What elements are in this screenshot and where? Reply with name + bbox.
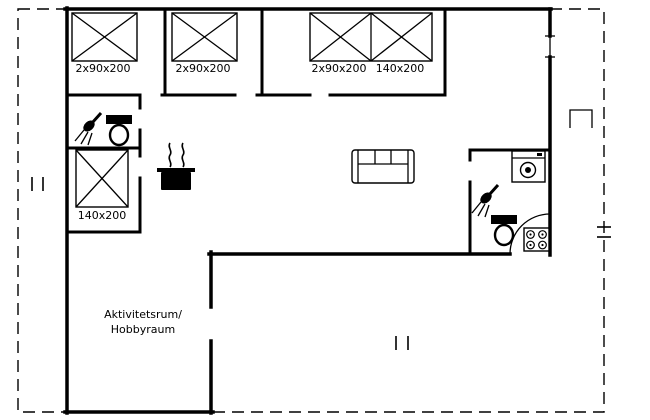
washing-machine-icon bbox=[511, 150, 546, 183]
bed-icon bbox=[309, 12, 433, 62]
room-label-line2: Hobbyraum bbox=[111, 323, 175, 336]
bed-size-label: 2x90x200 bbox=[175, 62, 230, 75]
boundary-bracket-mark bbox=[569, 109, 593, 128]
bed-icon bbox=[75, 149, 129, 208]
activity-room-label: Aktivitetsrum/ Hobbyraum bbox=[104, 308, 182, 336]
boundary-opening-marks-left bbox=[31, 177, 44, 191]
bed-icon bbox=[71, 12, 138, 62]
bed-icon bbox=[171, 12, 238, 62]
door-swing-icon bbox=[509, 213, 551, 255]
steam-icon bbox=[181, 142, 185, 168]
boundary-opening-marks-right bbox=[597, 226, 611, 238]
bed-size-label: 2x90x200 bbox=[75, 62, 130, 75]
window-marker bbox=[545, 35, 555, 58]
boundary-opening-marks-bottom bbox=[395, 336, 409, 350]
interior-walls bbox=[66, 7, 552, 256]
exterior-walls bbox=[63, 6, 553, 415]
house-floor-area bbox=[67, 9, 550, 412]
bed-size-label: 140x200 bbox=[78, 209, 127, 222]
room-label-line1: Aktivitetsrum/ bbox=[104, 308, 182, 321]
bed-size-label: 2x90x200 bbox=[311, 62, 366, 75]
steam-icon bbox=[168, 142, 172, 168]
bed-size-label: 140x200 bbox=[376, 62, 425, 75]
stove-hob-icon bbox=[523, 227, 550, 252]
shower-icon bbox=[74, 111, 103, 146]
toilet-icon bbox=[106, 115, 132, 147]
sofa-icon bbox=[351, 149, 415, 184]
cooking-pot-icon bbox=[157, 142, 195, 190]
